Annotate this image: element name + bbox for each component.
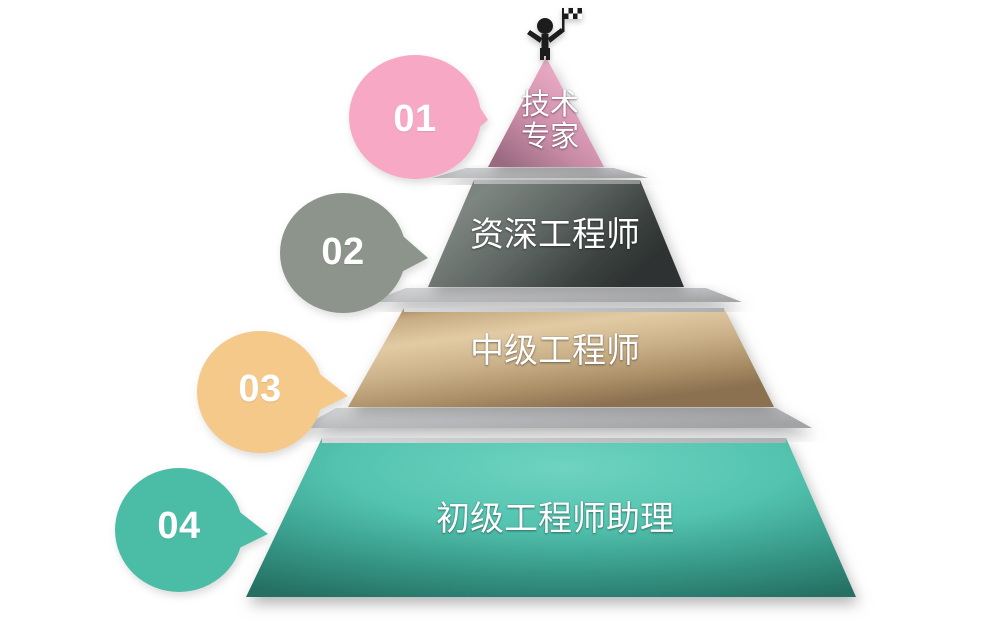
tier-2-shape[interactable] [428,180,684,287]
shelf-group [300,168,812,428]
shelf-under-tier-3 [300,408,812,428]
callout-bubble-01[interactable] [349,55,488,179]
shelf-under-tier-2 [370,288,742,302]
shelf-under-tier-1 [432,168,648,178]
tier-1-shape[interactable] [488,57,604,167]
tier-3-top-edge [404,308,724,312]
tier-2-top-edge [474,180,640,184]
callout-bubble-03[interactable] [197,331,348,453]
checkered-flag-icon [564,8,582,19]
callout-bubble-02[interactable] [280,193,428,313]
tier-4-top-edge [322,438,786,443]
tier-3-shape[interactable] [348,308,774,407]
callout-bubble-04[interactable] [115,468,268,592]
person-with-flag-icon [527,8,582,60]
tier-4-shape[interactable] [246,438,856,597]
